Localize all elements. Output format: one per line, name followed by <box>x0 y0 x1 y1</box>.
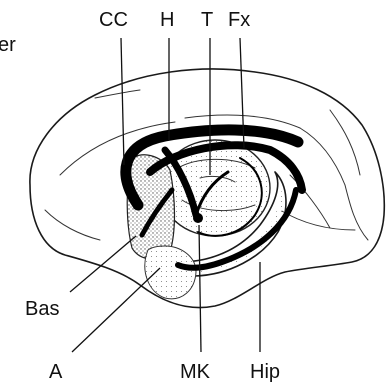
label-partial-left: er <box>0 34 16 56</box>
label-t: T <box>201 9 213 31</box>
leader-mk <box>199 225 201 352</box>
leader-bas <box>70 236 136 292</box>
label-mk: MK <box>180 361 211 383</box>
sulcus-line <box>45 210 100 240</box>
sulcus-line <box>330 110 360 175</box>
label-a: A <box>49 361 63 383</box>
amygdala-region <box>145 246 196 299</box>
mammillary-body <box>193 213 203 223</box>
label-fx: Fx <box>228 9 250 31</box>
label-h: H <box>160 9 174 31</box>
leader-a <box>72 268 160 352</box>
label-hip: Hip <box>250 361 280 383</box>
leader-cc <box>121 38 124 165</box>
sulcus-line <box>280 210 355 230</box>
sulcus-line <box>300 128 345 185</box>
label-bas: Bas <box>25 298 59 320</box>
sulcus-line <box>345 185 368 240</box>
label-cc: CC <box>99 9 128 31</box>
